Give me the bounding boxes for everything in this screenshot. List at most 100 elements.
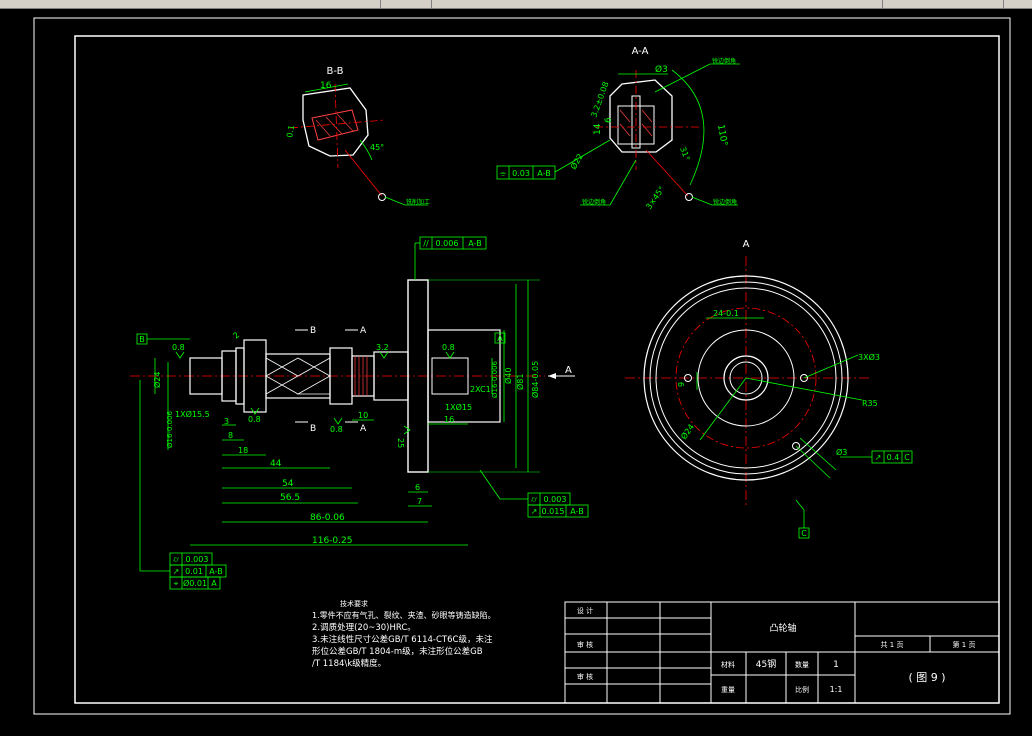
section-mark-b-top: B [310,326,316,336]
notes-line-1: 1.零件不应有气孔、裂纹、夹渣、砂眼等铸造缺陷。 [312,610,496,620]
notes-line-3: 3.未注线性尺寸公差GB/T 6114-CT6C级，未注 [312,634,493,645]
side-dim-24: 24-0.1 [713,309,739,318]
section-mark-b-bottom: B [310,424,316,434]
section-bb-dim-width: 16 [320,81,332,91]
side-dim-r35: R35 [862,399,878,408]
side-tol-val: 0.4 [887,453,900,462]
section-bb-roughness-circle [378,193,386,201]
side-dim-3xphi3: 3XØ3 [858,352,880,362]
title-material-value: 45钢 [756,658,776,670]
dim-116: 116-0.25 [312,536,352,546]
side-dim-9: 9 [677,382,686,387]
section-aa-dim-14: 14 [593,123,603,135]
dim-phi24: Ø24 [152,372,162,388]
section-bb-title: B-B [327,66,344,77]
section-bb-dim-depth: 0.1 [285,124,296,138]
title-approver-label: 审 核 [577,672,593,681]
dim-1x155: 1XØ15.5 [175,409,210,419]
section-aa-note-top: 锐边倒角 [712,57,736,65]
title-bar-segment[interactable] [381,0,432,8]
shaft-hub [427,329,501,423]
title-qty-value: 1 [833,660,839,670]
notes-line-4: 形位公差GB/T 1804-m级，未注形位公差GB [312,646,483,657]
side-view-bore [723,355,769,401]
dim-7: 7 [417,497,422,506]
datum-b: B [139,335,145,344]
dim-phi16-right: Ø16-0.006 [491,360,499,398]
datum-a: A [497,334,503,343]
title-checker-label: 审 核 [577,640,593,649]
dim-1x15: 1XØ15 [445,402,472,412]
roughness-25: 25 [396,438,405,448]
title-bar-segment[interactable] [883,0,1004,8]
section-aa-dim-diam: Ø22 [568,152,585,171]
dim-phi84: Ø84-0.05 [530,361,540,398]
view-arrow-a: A [565,365,572,376]
section-aa-dim-6: 6 [604,117,614,123]
section-aa-tol-val: 0.03 [512,169,530,178]
title-sheet-total: 共 1 页 [881,640,904,649]
section-aa-angle-small: 31° [678,146,691,162]
side-tol-sym: ↗ [875,453,882,462]
tol-right-2-val: 0.015 [542,507,565,516]
section-aa-tolerance-frame [496,165,556,180]
title-designer-label: 设 计 [577,606,593,615]
inner-border [74,35,1000,704]
tol-right-2-sym: ↗ [531,507,538,516]
notes-line-2: 2.调质处理(20~30)HRC。 [312,622,416,633]
side-view-hole [792,442,800,450]
section-aa-note-left: 锐边倒角 [582,198,606,206]
section-aa-angle-big: 110° [715,124,729,147]
tol-left-3-sym: ⌖ [174,579,179,588]
section-aa-tol-sym: ⌯ [500,169,507,178]
section-aa: A-A Ø3 14 6 3.2±0.08 Ø22 3×45° 110° 31° … [496,46,740,211]
roughness-right: 0.8 [442,343,455,352]
cad-drawing-canvas[interactable]: B-B 16 0.1 45° 铣削加工 A-A Ø3 14 6 3.2±0.0 [0,9,1032,732]
dim-phi40: Ø40 [503,368,513,384]
dim-2xc1: 2XC1 [470,385,491,394]
datum-c-box [798,527,810,539]
dim-86: 86-0.06 [310,513,345,523]
title-bar-segment[interactable] [0,0,381,8]
dim-phi16-left: Ø16-0.006 [166,410,174,448]
datum-a-box [494,332,506,344]
section-aa-dim-slot: 3.2±0.08 [589,81,610,119]
dim-3: 3 [224,417,229,426]
tol-right-1-val: 0.003 [544,495,567,504]
tolerance-stack-right: ⌭ 0.003 ↗ 0.015 A-B [479,469,589,518]
dim-6: 6 [415,483,420,492]
section-aa-roughness-circle [685,193,693,201]
dim-565: 56.5 [280,493,300,503]
drawing-svg[interactable]: B-B 16 0.1 45° 铣削加工 A-A Ø3 14 6 3.2±0.0 [0,9,1032,732]
section-bb-hatch-area [311,109,359,141]
side-tol-ref: C [904,453,910,462]
section-bb: B-B 16 0.1 45° 铣削加工 [285,66,430,206]
side-view: A 24-0.1 9 Ø24 3XØ3 R35 Ø3 ↗ 0.4 C [625,239,913,539]
tol-left-3-val: Ø0.01 [183,578,207,588]
title-part-name: 凸轮轴 [769,622,796,634]
title-qty-label: 数量 [795,660,809,669]
side-dim-phi24: Ø24 [678,422,696,441]
side-view-hole [800,374,808,382]
side-dim-phi3: Ø3 [836,447,847,457]
section-mark-a-top: A [360,326,367,336]
title-drawing-no: ( 图 9 ) [908,671,945,684]
dim-8: 8 [228,431,233,440]
section-bb-outline [302,87,369,157]
notes-line-5: /T 1184\k级精度。 [312,658,386,669]
parallel-tol-val: 0.006 [436,239,459,248]
tol-left-2-val: 0.01 [185,567,203,576]
section-mark-a-bottom: A [360,424,367,434]
title-scale-label: 比例 [795,685,809,694]
dim-18: 18 [238,446,248,455]
tol-left-2-ref: A-B [209,567,222,576]
dim-phi81: Ø81 [515,374,525,390]
roughness-32: 3.2 [376,343,389,352]
outer-border [33,17,1011,715]
title-block [564,601,1000,704]
datum-c: C [801,529,807,538]
main-view: B B A A A B A // 0.006 A-B 0.8 2 3.2 0.8 [130,236,589,590]
technical-notes: 技术要求 1.零件不应有气孔、裂纹、夹渣、砂眼等铸造缺陷。 2.调质处理(20~… [312,599,496,669]
side-view-title: A [743,239,750,250]
title-bar-segment[interactable] [432,0,883,8]
